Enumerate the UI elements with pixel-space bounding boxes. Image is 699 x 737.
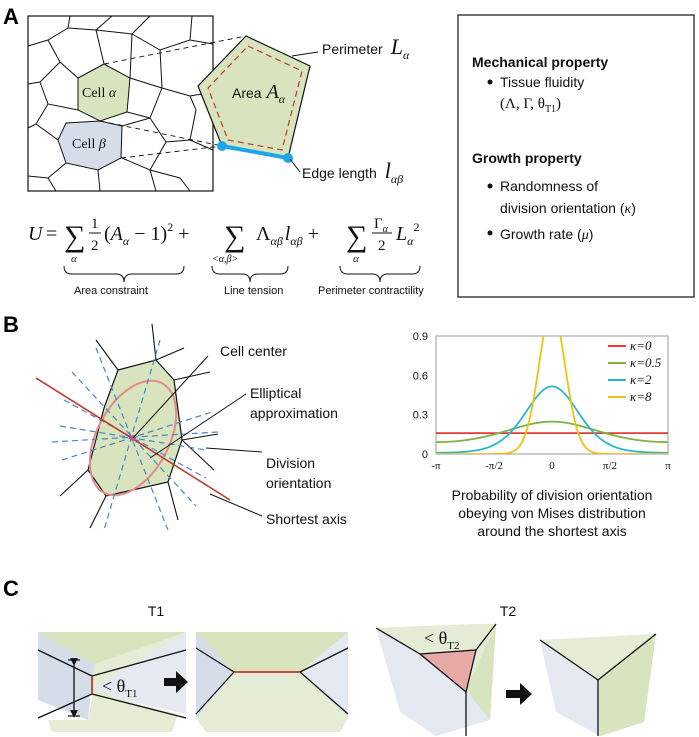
shortest-axis-label: Shortest axis (266, 511, 347, 527)
elliptical-label-line2: approximation (250, 405, 338, 421)
chart-frame (435, 335, 669, 455)
enlarged-cell (197, 35, 311, 163)
chart-caption-line3: around the shortest axis (477, 523, 626, 539)
t2-title: T2 (500, 603, 517, 619)
svg-text:Γα: Γα (374, 216, 389, 235)
panel-letter-a: A (3, 4, 19, 29)
legend-label: κ=0 (630, 338, 652, 353)
bullet (487, 79, 493, 85)
division-label-line1: Division (266, 455, 315, 471)
perimeter-dashed (207, 45, 303, 151)
equation-braces (63, 265, 421, 283)
x-tick-label: 0 (549, 460, 555, 472)
svg-text:<α,β>: <α,β> (212, 254, 238, 265)
vertex-dot (217, 141, 227, 151)
y-tick-label: 0.9 (413, 331, 428, 343)
vertex-dot (283, 153, 293, 163)
svg-text:∑: ∑ (64, 220, 85, 253)
cell-alpha-label: Cell α (82, 86, 117, 101)
t2-arrow (506, 683, 532, 705)
t1-title: T1 (148, 603, 165, 619)
svg-text:2: 2 (378, 238, 386, 254)
series-line (436, 420, 668, 443)
t1-after (195, 632, 349, 732)
x-tick-label: -π/2 (485, 460, 503, 472)
svg-text:∑: ∑ (346, 220, 367, 253)
legend-label: κ=8 (630, 389, 652, 404)
svg-text:1: 1 (91, 216, 99, 232)
chart-caption-line2: obeying von Mises distribution (458, 505, 646, 521)
svg-text:Lα2: Lα2 (395, 220, 419, 248)
y-tick-label: 0.3 (413, 410, 428, 422)
brace-area-label: Area constraint (74, 285, 148, 297)
mechanical-property-heading: Mechanical property (472, 54, 608, 70)
zoom-lines (99, 35, 247, 159)
t1-threshold-label: < θT1 (102, 676, 138, 700)
tissue-network (27, 15, 214, 192)
t1-before (37, 632, 187, 732)
division-label-line2: orientation (266, 475, 331, 491)
t2-before (375, 623, 497, 736)
growth-rate-item: Growth rate (μ) (500, 226, 593, 243)
t2-after (539, 633, 657, 736)
dividing-cell (87, 359, 183, 497)
svg-text:(Aα − 1)2 +: (Aα − 1)2 + (104, 220, 189, 248)
svg-text:α: α (71, 253, 77, 265)
t1-arrow (164, 671, 188, 693)
x-tick-label: π/2 (603, 460, 617, 472)
division-cell-diagram (35, 323, 231, 531)
elliptical-label-line1: Elliptical (250, 385, 301, 401)
tissue-fluidity-params: (Λ, Γ, θT1) (500, 96, 561, 115)
randomness-item-line2: division orientation (κ) (500, 200, 636, 217)
brace-line-label: Line tension (224, 285, 283, 297)
bullet (487, 183, 493, 189)
panel-letter-c: C (3, 576, 19, 601)
y-tick-label: 0 (422, 449, 428, 461)
randomness-item-line1: Randomness of (500, 178, 598, 194)
svg-text:U: U (28, 223, 44, 245)
cell-beta-label: Cell β (72, 137, 106, 152)
legend-label: κ=2 (630, 372, 652, 387)
x-tick-label: π (665, 460, 671, 472)
panel-letter-b: B (3, 312, 19, 337)
svg-text:=: = (46, 223, 57, 245)
svg-text:2: 2 (91, 238, 99, 254)
growth-property-heading: Growth property (472, 150, 582, 166)
von-mises-chart: -π -π/2 0 π/2 π 0 0.3 0.6 0.9 κ=0 κ=0.5 κ=2 κ=8 (413, 331, 672, 472)
brace-perimeter-label: Perimeter contractility (318, 285, 424, 297)
properties-box (457, 14, 695, 298)
series-line (436, 385, 668, 454)
chart-caption-line1: Probability of division orientation (452, 487, 653, 503)
t2-threshold-label: < θT2 (424, 628, 460, 652)
cell-center-label: Cell center (220, 343, 287, 359)
svg-text:∑: ∑ (224, 220, 245, 253)
edge-length-highlight (221, 144, 289, 160)
legend-label: κ=0.5 (630, 355, 662, 370)
svg-text:α: α (353, 253, 359, 265)
bullet (487, 230, 493, 236)
tissue-fluidity-item: Tissue fluidity (500, 74, 584, 90)
y-tick-label: 0.6 (413, 370, 428, 382)
x-tick-label: -π (431, 460, 441, 472)
